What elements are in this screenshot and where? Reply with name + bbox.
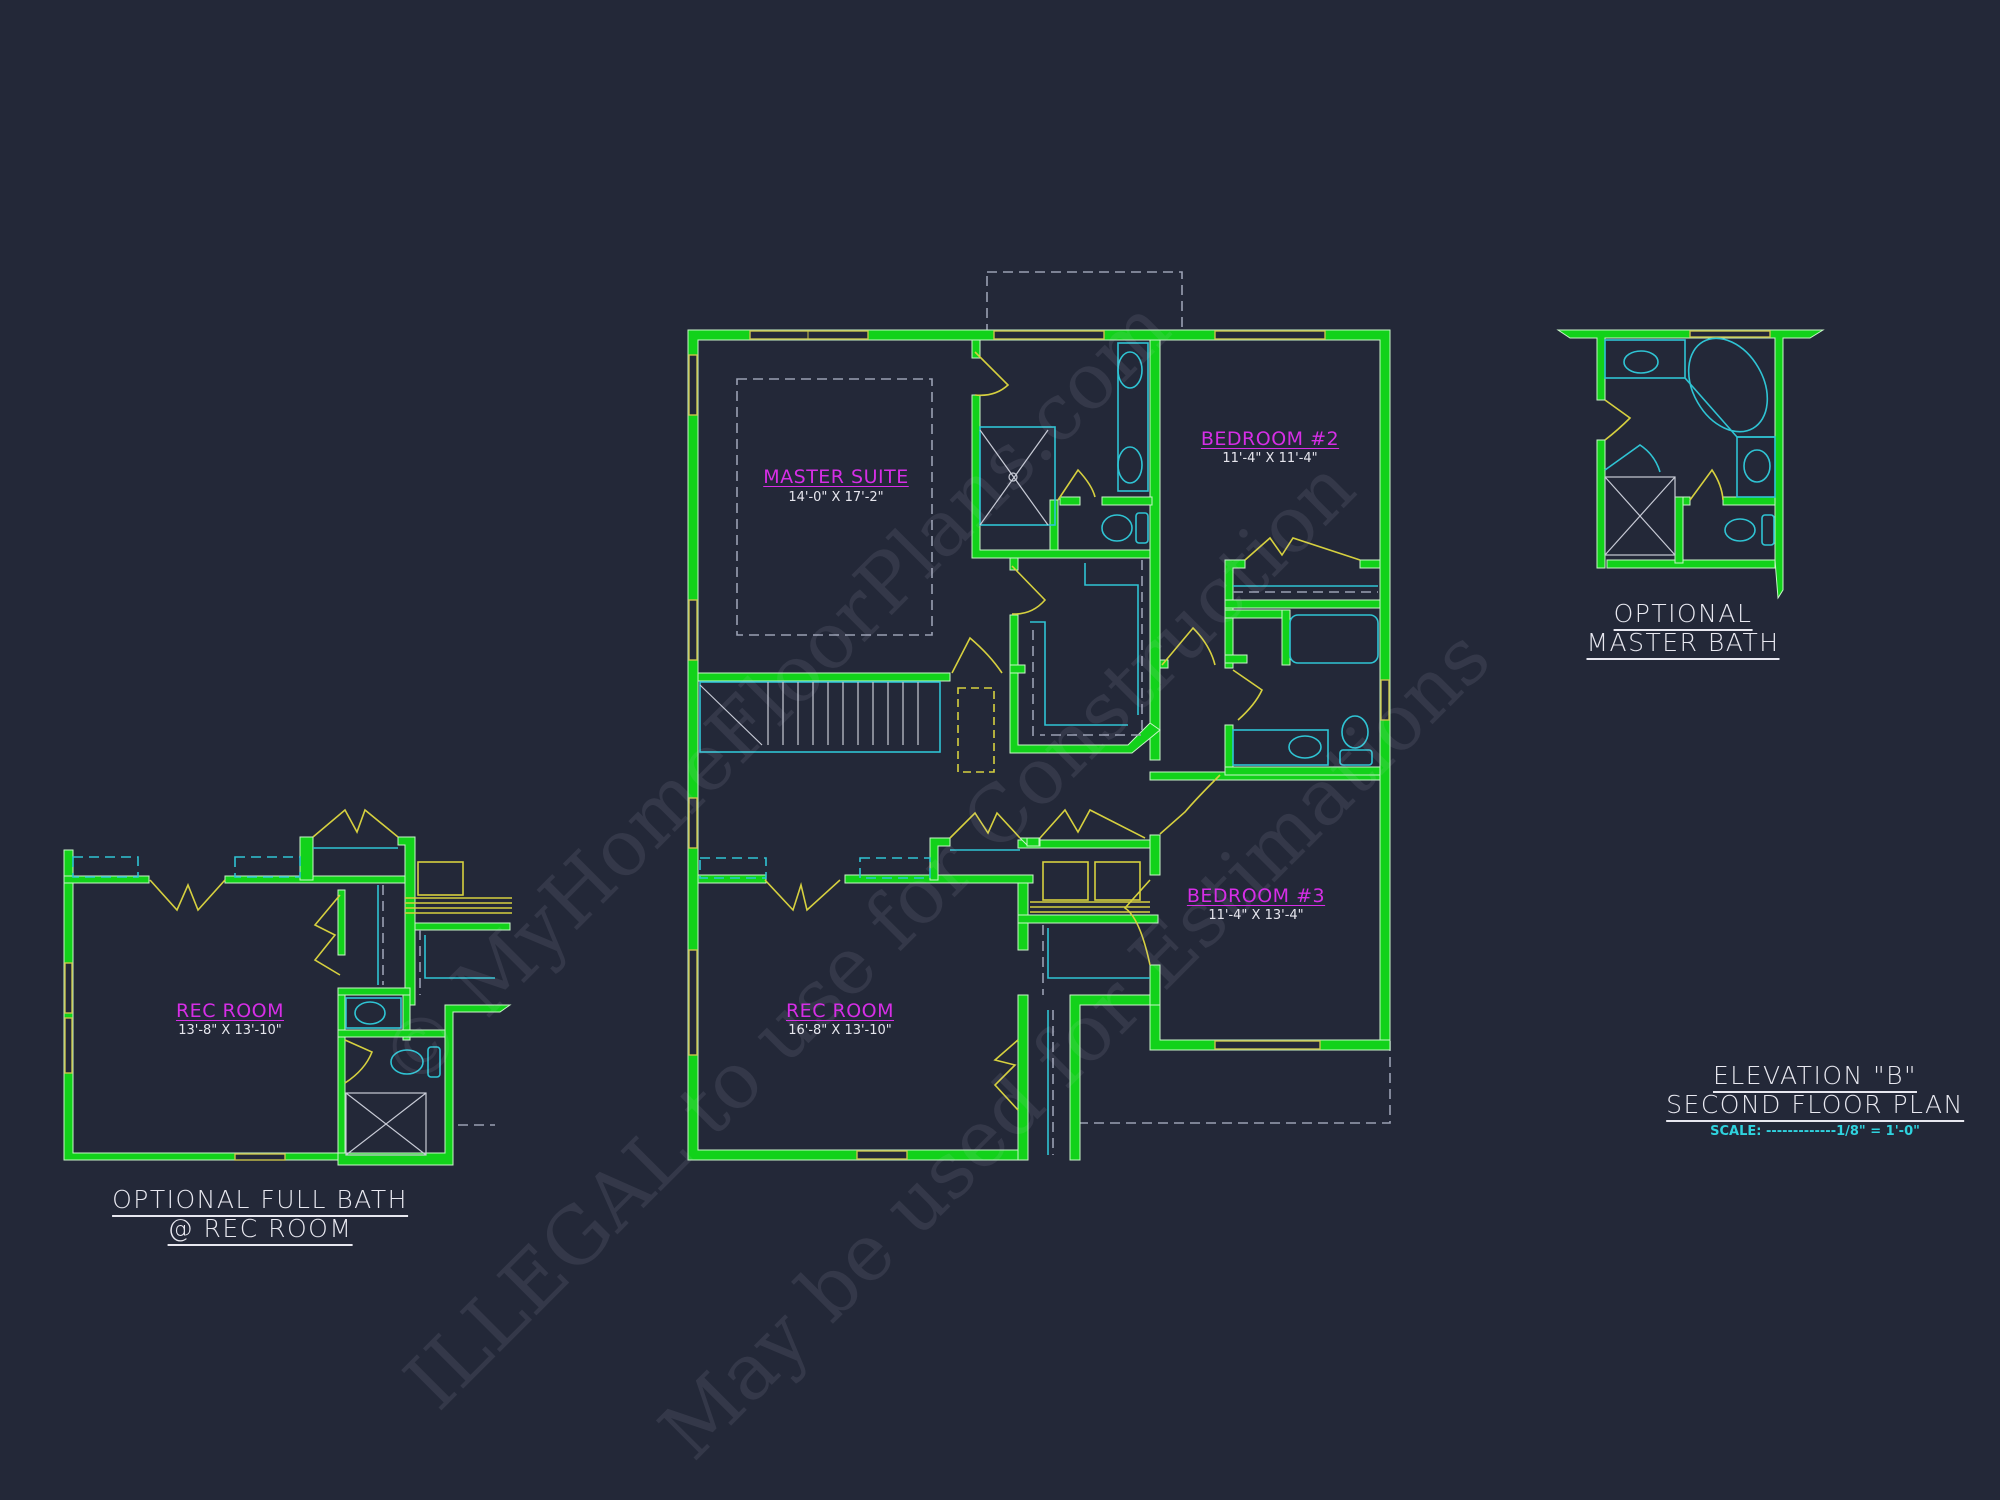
optional-master-bath-title-2: MASTER BATH	[1586, 629, 1780, 660]
bifold-door	[149, 879, 226, 912]
hall-bath-wall	[1281, 609, 1291, 666]
closet-shelf	[234, 856, 301, 878]
main-second-floor-plan	[687, 271, 1391, 1161]
rec-north-wall	[697, 874, 767, 884]
hall-bath-wall	[1069, 994, 1161, 1161]
bed2-west-wall	[1149, 339, 1161, 761]
optional-master-bath-plan	[1556, 329, 1825, 600]
closet-bump	[929, 837, 951, 881]
tray-ceiling-outline	[736, 378, 933, 636]
room-label-master-suite: MASTER SUITE	[763, 466, 909, 488]
wall	[414, 922, 511, 931]
toilet-tank	[1761, 514, 1775, 546]
windows	[688, 330, 1390, 1160]
bed3-wall	[1149, 964, 1161, 1006]
room-dims-bedroom-3: 11'-4" X 13'-4"	[1208, 908, 1304, 923]
jamb	[1159, 659, 1169, 669]
closet-wall	[299, 836, 416, 1006]
shower	[345, 1092, 427, 1156]
optional-full-bath-title-2: @ REC ROOM	[167, 1215, 353, 1246]
shower	[1604, 476, 1676, 556]
optional-full-bath-title-1: OPTIONAL FULL BATH	[112, 1186, 408, 1217]
drawing-title-elevation: ELEVATION "B"	[1712, 1062, 1918, 1093]
master-south-wall	[697, 672, 951, 682]
doors	[764, 351, 1361, 1111]
vanity	[1736, 436, 1776, 498]
windows	[64, 962, 286, 1161]
bath-wall	[337, 1004, 512, 1166]
sink	[1743, 449, 1771, 483]
drawing-scale: SCALE: -------------1/8" = 1'-0"	[1710, 1124, 1920, 1139]
shower-door	[1604, 444, 1661, 473]
closet-shelf	[72, 856, 139, 878]
fixtures	[699, 342, 1379, 1155]
bath-wall	[337, 987, 346, 1161]
hall-bath-wall	[1224, 654, 1248, 664]
bath-wall	[337, 987, 411, 996]
hall-bath-wall	[1224, 609, 1291, 619]
drawing-title-plan: SECOND FLOOR PLAN	[1666, 1091, 1964, 1122]
door	[1689, 468, 1724, 501]
tub	[1687, 337, 1769, 433]
closet-wall	[1017, 994, 1029, 1161]
toilet	[1724, 518, 1756, 542]
sink	[354, 1001, 386, 1025]
door	[344, 1039, 374, 1084]
lower-roof-outline-dashed	[1078, 1040, 1391, 1124]
hall-bath-wall	[1224, 559, 1381, 601]
toilet-tank	[427, 1046, 441, 1078]
bath-wall	[337, 889, 346, 956]
room-dims-rec-room: 16'-8" X 13'-10"	[788, 1023, 892, 1038]
closet-jamb	[1009, 664, 1026, 674]
optional-full-bath-plan	[63, 808, 512, 1166]
sink-counter	[1604, 339, 1686, 379]
hall-bath-wall	[1224, 607, 1234, 669]
rec-north-wall	[844, 874, 1034, 884]
room-dims-rec-room-optional: 13'-8" X 13'-10"	[178, 1023, 282, 1038]
roof-outline-dashed	[986, 271, 1183, 333]
master-bath-wall	[1596, 439, 1606, 569]
bifold-door	[312, 808, 399, 838]
linen-wall	[1017, 914, 1159, 924]
optional-master-bath-title-1: OPTIONAL	[1613, 600, 1753, 631]
toilet	[390, 1049, 424, 1075]
master-bath-walls	[1556, 329, 1825, 600]
bed3-wall	[1149, 834, 1161, 876]
room-label-rec-room-optional: REC ROOM	[175, 1000, 285, 1022]
hall-bath-wall	[1224, 766, 1381, 776]
walk-in-closet-wall	[1009, 557, 1161, 754]
vanity	[345, 997, 402, 1029]
sink	[1623, 350, 1659, 374]
bifold-door	[313, 894, 341, 976]
room-label-bedroom-2: BEDROOM #2	[1200, 428, 1340, 450]
wall	[63, 875, 150, 884]
window	[1689, 330, 1771, 338]
staircase	[699, 681, 995, 773]
tub-deck	[1684, 377, 1775, 438]
bath-wall	[337, 1029, 449, 1038]
room-label-rec-room: REC ROOM	[785, 1000, 895, 1022]
room-label-bedroom-3: BEDROOM #3	[1186, 885, 1326, 907]
door	[1604, 399, 1632, 441]
room-dims-bedroom-2: 11'-4" X 11'-4"	[1222, 451, 1318, 466]
closet-wall	[1026, 837, 1040, 847]
bath-wall	[402, 994, 411, 1041]
hall-bath-wall	[1224, 599, 1381, 609]
room-dims-master-suite: 14'-0" X 17'-2"	[788, 490, 884, 505]
